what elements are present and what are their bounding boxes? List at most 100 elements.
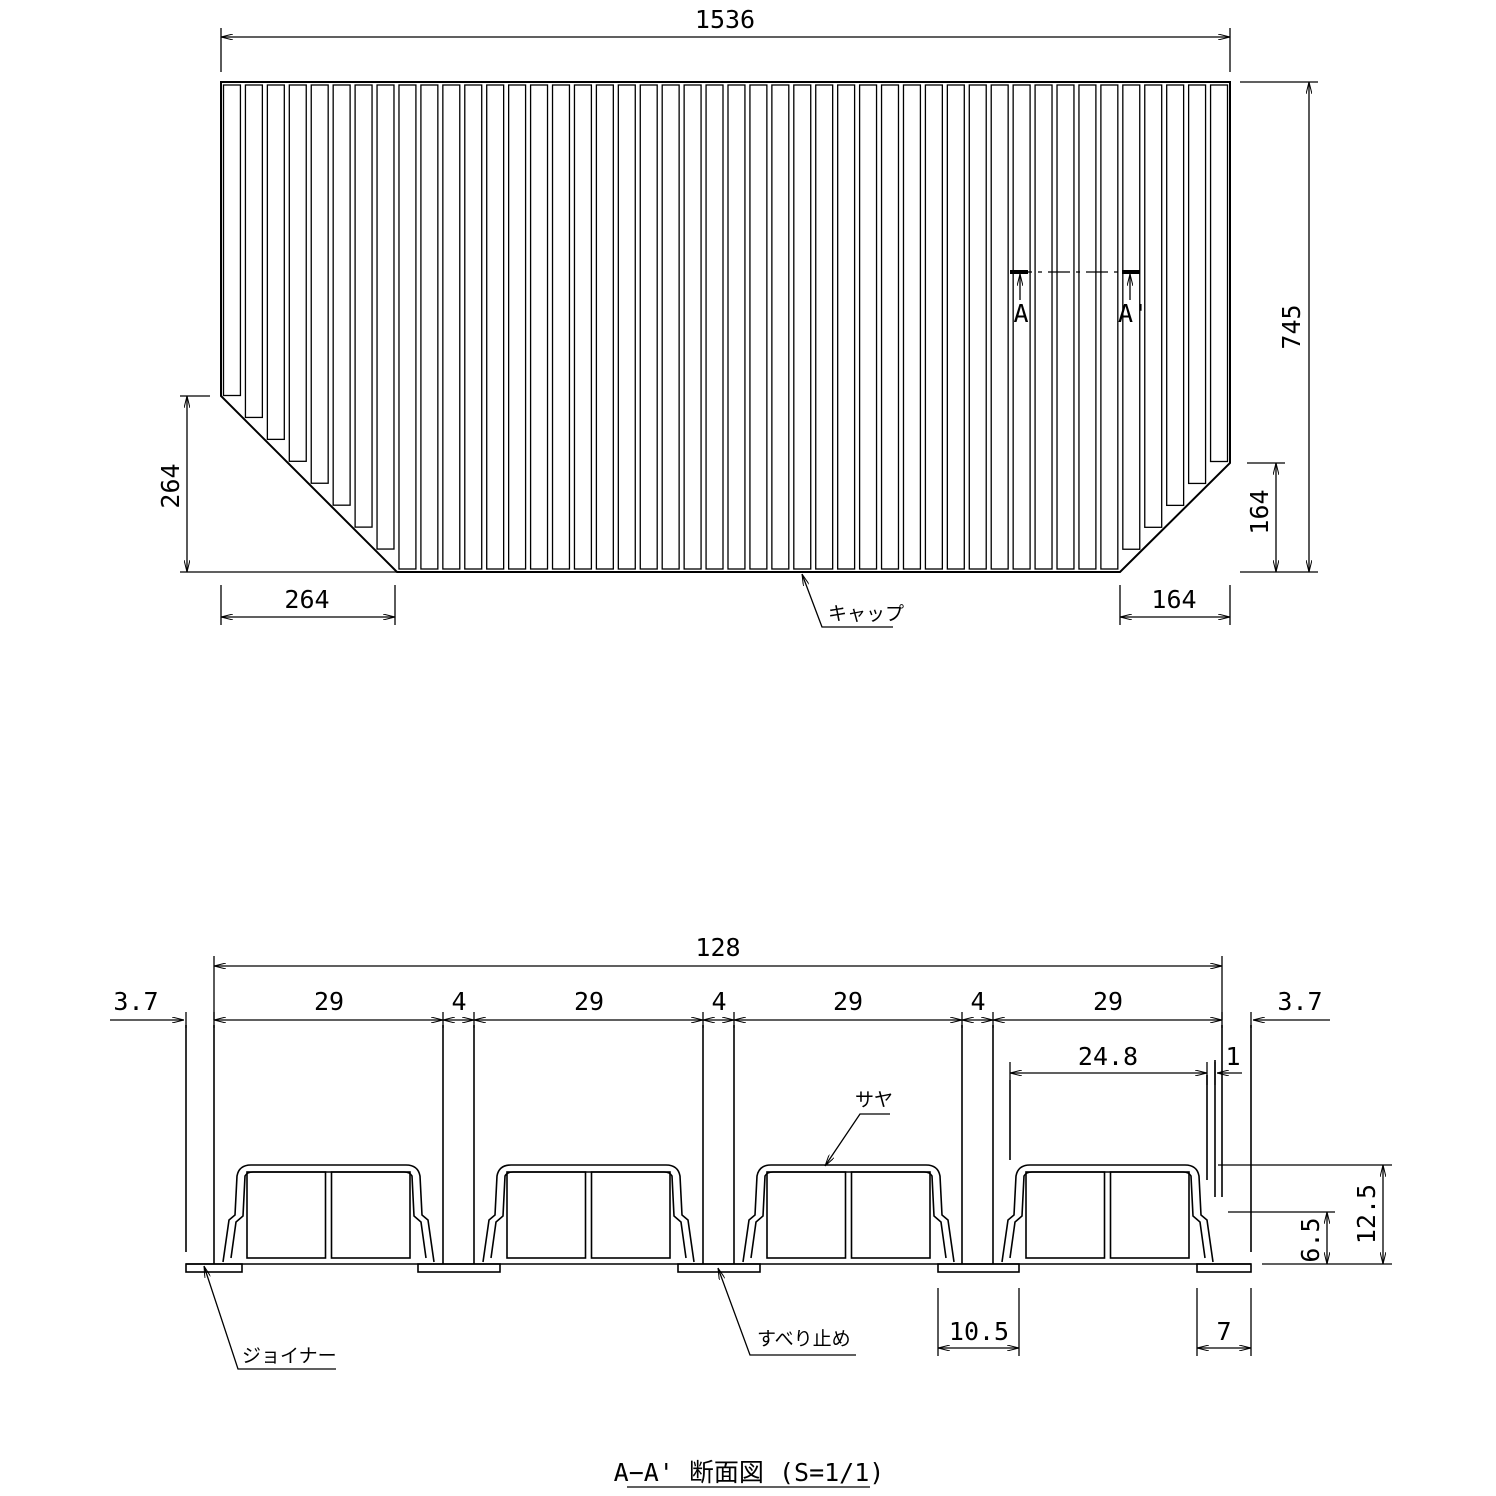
panel-slat — [837, 84, 856, 570]
right-chamfer-width-label: 164 — [1151, 585, 1196, 614]
panel-slat — [1056, 84, 1075, 570]
wall-label: 1 — [1225, 1042, 1240, 1071]
panel-slat — [1122, 84, 1141, 550]
panel-slat — [420, 84, 439, 570]
right-chamfer-height-label: 164 — [1245, 489, 1274, 534]
panel-slat — [310, 84, 329, 484]
panel-slat — [858, 84, 878, 570]
panel-slat — [464, 84, 483, 570]
panel-slat — [639, 84, 658, 570]
panel-slat — [529, 84, 549, 570]
saya-cell — [766, 1171, 847, 1259]
slat-width-1-label: 29 — [314, 987, 344, 1016]
total-height-label: 12.5 — [1352, 1184, 1381, 1244]
panel-slat — [486, 84, 505, 570]
end-width-label: 7 — [1216, 1317, 1231, 1346]
saya-cell — [330, 1171, 411, 1259]
panel-slat — [793, 84, 812, 570]
panel-slat — [266, 84, 285, 441]
cover-outline — [220, 81, 1231, 573]
left-chamfer-height-label: 264 — [156, 463, 185, 508]
overall-128-label: 128 — [695, 933, 740, 962]
section-view-text: 128 3.7 29 4 29 4 29 4 29 3.7 24.8 1 12.… — [113, 933, 1381, 1487]
panel-slat — [749, 84, 768, 570]
nonslip-foot — [1196, 1263, 1252, 1273]
gap-1-label: 4 — [451, 987, 466, 1016]
saya-cell — [1025, 1171, 1106, 1259]
panel-slat — [244, 84, 264, 419]
panel-slat — [661, 84, 680, 570]
panel-slat — [1187, 84, 1207, 485]
saya-inner — [230, 1171, 427, 1259]
gap-2-label: 4 — [711, 987, 726, 1016]
section-view — [110, 956, 1392, 1488]
panel-slat — [288, 84, 307, 462]
section-title: A−A' 断面図 (S=1/1) — [614, 1458, 885, 1487]
saya-cell — [246, 1171, 327, 1259]
saya-inner — [1009, 1171, 1206, 1259]
cap-label: キャップ — [828, 603, 904, 625]
panel-slat — [595, 84, 614, 570]
saya-inner — [490, 1171, 687, 1259]
panel-slat — [1144, 84, 1163, 528]
slat-width-2-label: 29 — [574, 987, 604, 1016]
panel-slat — [508, 84, 527, 570]
joiner-width-label: 10.5 — [949, 1317, 1009, 1346]
panel-slat — [1012, 84, 1031, 570]
saya-cell — [506, 1171, 587, 1259]
nonslip-foot — [185, 1263, 243, 1273]
plan-view — [180, 28, 1318, 628]
panel-slat — [990, 84, 1009, 570]
saya-outer — [482, 1164, 695, 1263]
left-chamfer-width-label: 264 — [284, 585, 329, 614]
panel-slat — [771, 84, 790, 570]
section-mark-a-prime: A' — [1118, 299, 1148, 328]
panel-slat — [376, 84, 395, 550]
saya-label: サヤ — [855, 1089, 893, 1111]
gap-3-label: 4 — [970, 987, 985, 1016]
panel-slat — [902, 84, 922, 570]
nonslip-label: すべり止め — [757, 1328, 851, 1350]
panel-slat — [551, 84, 571, 570]
panel-slat — [573, 84, 593, 570]
cap-leader — [801, 574, 893, 628]
panel-slat — [946, 84, 965, 570]
slat-width-3-label: 29 — [833, 987, 863, 1016]
panel-slat — [354, 84, 373, 528]
panel-slats — [222, 84, 1229, 570]
panel-slat — [727, 84, 746, 570]
saya-cell — [590, 1171, 671, 1259]
panel-slat — [705, 84, 724, 570]
panel-slat — [924, 84, 943, 570]
panel-slat — [1034, 84, 1053, 570]
edge-right-label: 3.7 — [1277, 987, 1322, 1016]
panel-slat — [683, 84, 702, 570]
plan-view-text: 1536 745 164 264 264 164 A A' キャップ — [156, 5, 1306, 625]
edge-left-label: 3.7 — [113, 987, 158, 1016]
panel-slat — [617, 84, 636, 570]
panel-slat — [815, 84, 834, 570]
saya-inner — [750, 1171, 947, 1259]
panel-slat — [1209, 84, 1229, 463]
saya-cell — [1109, 1171, 1190, 1259]
saya-cell — [850, 1171, 931, 1259]
joiner-label: ジョイナー — [242, 1345, 337, 1367]
panel-slat — [332, 84, 351, 506]
saya-leader — [824, 1113, 890, 1166]
section-profile — [185, 1025, 1252, 1273]
section-mark-a: A — [1013, 299, 1028, 328]
panel-slat — [442, 84, 461, 570]
overall-height-label: 745 — [1277, 304, 1306, 349]
saya-outer — [222, 1164, 435, 1263]
nonslip-foot — [937, 1263, 1020, 1273]
overall-width-label: 1536 — [695, 5, 755, 34]
nonslip-foot — [417, 1263, 501, 1273]
slat-width-4-label: 29 — [1093, 987, 1123, 1016]
nonslip-leader — [717, 1268, 856, 1356]
panel-slat — [1100, 84, 1119, 570]
panel-slat — [222, 84, 242, 397]
panel-slat — [880, 84, 900, 570]
saya-outer — [742, 1164, 955, 1263]
panel-slat — [398, 84, 417, 570]
